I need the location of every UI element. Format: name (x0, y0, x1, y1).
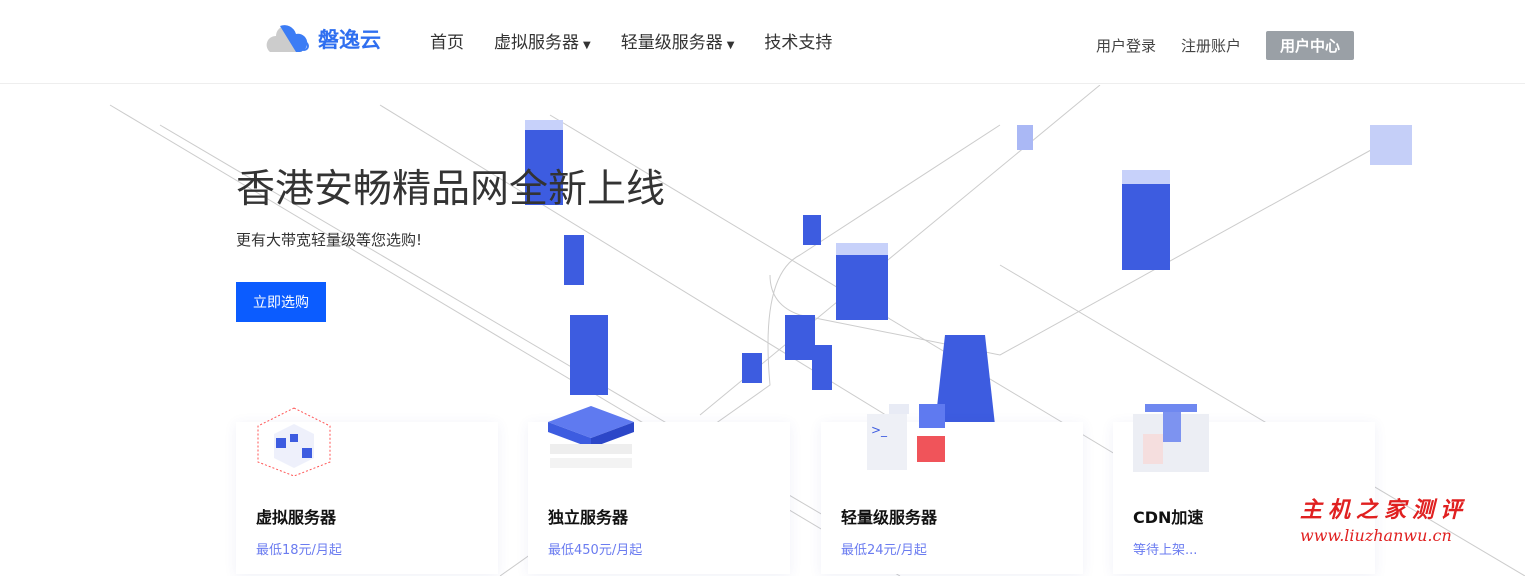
hero-subtitle: 更有大带宽轻量级等您选购! (236, 231, 423, 249)
nav-home-label: 首页 (430, 33, 464, 53)
register-link[interactable]: 注册账户 (1181, 37, 1242, 55)
nav-home[interactable]: 首页 (430, 28, 464, 53)
nav-virtual-server[interactable]: 虚拟服务器 ▼ (494, 28, 591, 53)
server-stack-icon (548, 406, 634, 468)
card-price: 等待上架... (1133, 543, 1198, 558)
cloud-logo-icon (266, 25, 309, 52)
nav-lightweight-server-label: 轻量级服务器 (620, 33, 723, 53)
card-title: 独立服务器 (548, 508, 629, 527)
card-title: 虚拟服务器 (256, 508, 337, 527)
card-title: CDN加速 (1133, 508, 1204, 527)
user-center-button[interactable]: 用户中心 (1266, 31, 1355, 60)
cube-icon (257, 407, 331, 476)
buy-now-button[interactable]: 立即选购 (236, 282, 326, 322)
nav-lightweight-server[interactable]: 轻量级服务器▼ (621, 28, 735, 53)
nav-support[interactable]: 技术支持 (764, 28, 832, 53)
card-lightweight-server[interactable]: >_ 轻量级服务器 最低24元/月起 (821, 404, 1083, 574)
isometric-city-illustration (109, 85, 1525, 576)
card-title: 轻量级服务器 (841, 508, 938, 527)
card-cdn[interactable]: CDN加速 等待上架... (1113, 404, 1375, 574)
nav-support-label: 技术支持 (764, 33, 833, 53)
card-price: 最低24元/月起 (841, 543, 927, 558)
card-virtual-server[interactable]: 虚拟服务器 最低18元/月起 (236, 407, 498, 574)
card-price: 最低18元/月起 (256, 543, 342, 558)
watermark: 主机之家测评 www.liuzhanwu.cn (1300, 492, 1468, 545)
caret-down-icon: ▼ (583, 40, 591, 51)
watermark-url: www.liuzhanwu.cn (1300, 526, 1452, 545)
nav-virtual-server-label: 虚拟服务器 (494, 33, 579, 53)
cdn-blocks-icon (1133, 404, 1209, 472)
card-price: 最低450元/月起 (548, 543, 643, 558)
login-link[interactable]: 用户登录 (1096, 37, 1157, 55)
terminal-blocks-icon: >_ (867, 404, 945, 470)
logo-text: 磐逸云 (318, 28, 381, 52)
hero-title: 香港安畅精品网全新上线 (236, 167, 666, 212)
svg-text:>_: >_ (871, 423, 888, 437)
card-dedicated-server[interactable]: 独立服务器 最低450元/月起 (528, 406, 790, 574)
logo[interactable]: 磐逸云 (266, 24, 381, 54)
top-navbar: 磐逸云 首页 虚拟服务器▼ 轻量级服务器▼ 技术支持 用户登录 注册账户 用户中… (0, 0, 1525, 84)
caret-down-icon: ▼ (726, 40, 735, 51)
hero-banner (0, 85, 1525, 576)
watermark-title: 主机之家测评 (1300, 497, 1469, 523)
